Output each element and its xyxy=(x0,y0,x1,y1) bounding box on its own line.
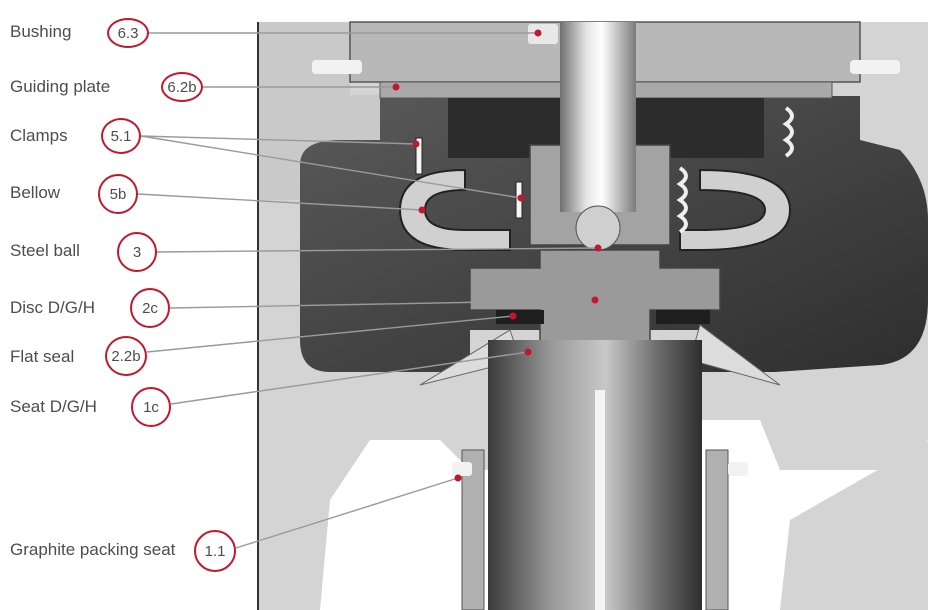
label-bellow: Bellow xyxy=(10,183,61,202)
flat-seal-left xyxy=(496,310,544,324)
leader-line-clamps-a xyxy=(140,135,417,145)
bonnet-bolt-left xyxy=(312,60,362,74)
bellow-left xyxy=(398,168,511,251)
label-clamps: Clamps xyxy=(10,126,68,145)
badge-seat: 1c xyxy=(131,387,171,427)
label-steel-ball: Steel ball xyxy=(10,241,80,260)
marker-dot-clamps-a xyxy=(412,140,420,148)
bushing-shape xyxy=(528,24,558,44)
leader-line-clamps-b xyxy=(140,135,522,199)
label-guiding-plate: Guiding plate xyxy=(10,77,111,96)
label-graphite-packing-seat: Graphite packing seat xyxy=(10,540,176,559)
marker-dot-bellow xyxy=(418,206,426,214)
badge-clamps: 5.1 xyxy=(101,118,141,154)
marker-dot-flat-seal xyxy=(509,312,517,320)
marker-dot-seat xyxy=(524,348,532,356)
label-seat: Seat D/G/H xyxy=(10,397,97,416)
marker-dot-disc xyxy=(591,296,599,304)
seat-highlight xyxy=(595,390,605,610)
bellow-convolution-right xyxy=(676,166,688,234)
marker-dot-steel-ball xyxy=(594,244,602,252)
badge-bushing: 6.3 xyxy=(107,18,149,48)
badge-steel-ball: 3 xyxy=(117,232,157,272)
badge-graphite-packing-seat: 1.1 xyxy=(194,530,236,572)
leader-line-flat-seal xyxy=(146,315,514,353)
bonnet-bolt-right xyxy=(850,60,900,74)
flat-seal-right xyxy=(656,310,710,324)
marker-dot-bushing xyxy=(534,29,542,37)
valve-stem xyxy=(560,22,636,212)
clamp-upper xyxy=(415,137,423,175)
leader-line-graphite-packing-seat xyxy=(235,477,459,549)
graphite-packing-right xyxy=(728,462,748,476)
label-disc: Disc D/G/H xyxy=(10,298,95,317)
leader-line-seat xyxy=(170,351,529,405)
leader-line-steel-ball xyxy=(156,247,599,253)
bellow-right xyxy=(679,168,792,251)
badge-flat-seal: 2.2b xyxy=(105,336,147,376)
thread-right xyxy=(705,449,729,610)
marker-dot-guiding-plate xyxy=(392,83,400,91)
leader-line-bellow xyxy=(137,193,423,211)
badge-bellow: 5b xyxy=(98,174,138,214)
marker-dot-clamps-b xyxy=(517,194,525,202)
marker-dot-graphite-packing-seat xyxy=(454,474,462,482)
graphite-packing-left xyxy=(452,462,472,476)
badge-disc: 2c xyxy=(130,288,170,328)
label-bushing: Bushing xyxy=(10,22,72,41)
bellow-convolution-far-right xyxy=(782,106,794,158)
badge-guiding-plate: 6.2b xyxy=(161,72,203,102)
leader-line-disc xyxy=(169,299,596,309)
thread-left xyxy=(461,449,485,610)
label-flat-seal: Flat seal xyxy=(10,347,75,366)
